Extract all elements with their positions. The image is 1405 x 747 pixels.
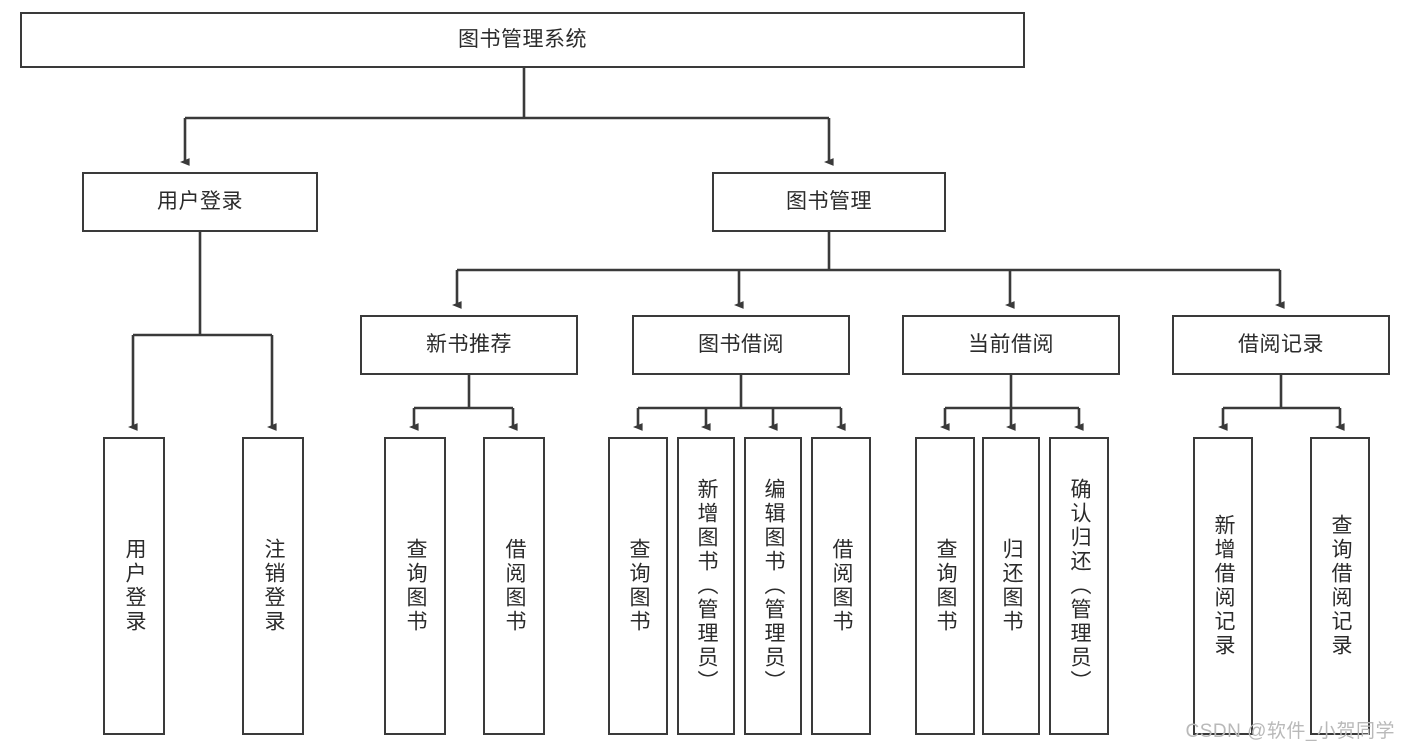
node-leaf-user-login[interactable]: 用户登录 bbox=[103, 437, 165, 735]
node-label: 注销登录 bbox=[262, 538, 286, 634]
node-leaf-add-book-admin[interactable]: 新增图书（管理员） bbox=[677, 437, 735, 735]
node-label: 借阅图书 bbox=[830, 538, 854, 634]
node-user-login[interactable]: 用户登录 bbox=[82, 172, 318, 232]
node-leaf-query-borrow-record[interactable]: 查询借阅记录 bbox=[1310, 437, 1370, 735]
node-leaf-edit-book-admin[interactable]: 编辑图书（管理员） bbox=[744, 437, 802, 735]
node-label: 新增图书（管理员） bbox=[695, 478, 719, 694]
node-leaf-query-books-new[interactable]: 查询图书 bbox=[384, 437, 446, 735]
node-label: 查询图书 bbox=[404, 538, 428, 634]
node-leaf-add-borrow-record[interactable]: 新增借阅记录 bbox=[1193, 437, 1253, 735]
node-leaf-query-books-current[interactable]: 查询图书 bbox=[915, 437, 975, 735]
node-label: 新增借阅记录 bbox=[1212, 514, 1236, 658]
node-root-book-management-system[interactable]: 图书管理系统 bbox=[20, 12, 1025, 68]
node-label: 图书借阅 bbox=[698, 333, 784, 357]
node-leaf-query-books-borrow[interactable]: 查询图书 bbox=[608, 437, 668, 735]
node-borrowing-records[interactable]: 借阅记录 bbox=[1172, 315, 1390, 375]
node-label: 查询借阅记录 bbox=[1329, 514, 1353, 658]
node-label: 查询图书 bbox=[934, 538, 958, 634]
node-label: 借阅记录 bbox=[1238, 333, 1324, 357]
node-label: 确认归还（管理员） bbox=[1068, 478, 1092, 694]
node-label: 图书管理 bbox=[786, 190, 872, 214]
node-label: 用户登录 bbox=[157, 190, 243, 214]
node-label: 当前借阅 bbox=[968, 333, 1054, 357]
node-leaf-logout[interactable]: 注销登录 bbox=[242, 437, 304, 735]
node-book-management[interactable]: 图书管理 bbox=[712, 172, 946, 232]
node-new-book-recommendation[interactable]: 新书推荐 bbox=[360, 315, 578, 375]
node-leaf-borrow-books-new[interactable]: 借阅图书 bbox=[483, 437, 545, 735]
node-book-borrowing[interactable]: 图书借阅 bbox=[632, 315, 850, 375]
node-label: 图书管理系统 bbox=[458, 28, 587, 52]
node-label: 编辑图书（管理员） bbox=[762, 478, 786, 694]
node-leaf-return-books[interactable]: 归还图书 bbox=[982, 437, 1040, 735]
node-label: 用户登录 bbox=[123, 538, 147, 634]
node-label: 新书推荐 bbox=[426, 333, 512, 357]
node-current-borrowing[interactable]: 当前借阅 bbox=[902, 315, 1120, 375]
node-label: 归还图书 bbox=[1000, 538, 1024, 634]
node-label: 借阅图书 bbox=[503, 538, 527, 634]
node-leaf-confirm-return-admin[interactable]: 确认归还（管理员） bbox=[1049, 437, 1109, 735]
node-label: 查询图书 bbox=[627, 538, 651, 634]
node-leaf-borrow-books[interactable]: 借阅图书 bbox=[811, 437, 871, 735]
